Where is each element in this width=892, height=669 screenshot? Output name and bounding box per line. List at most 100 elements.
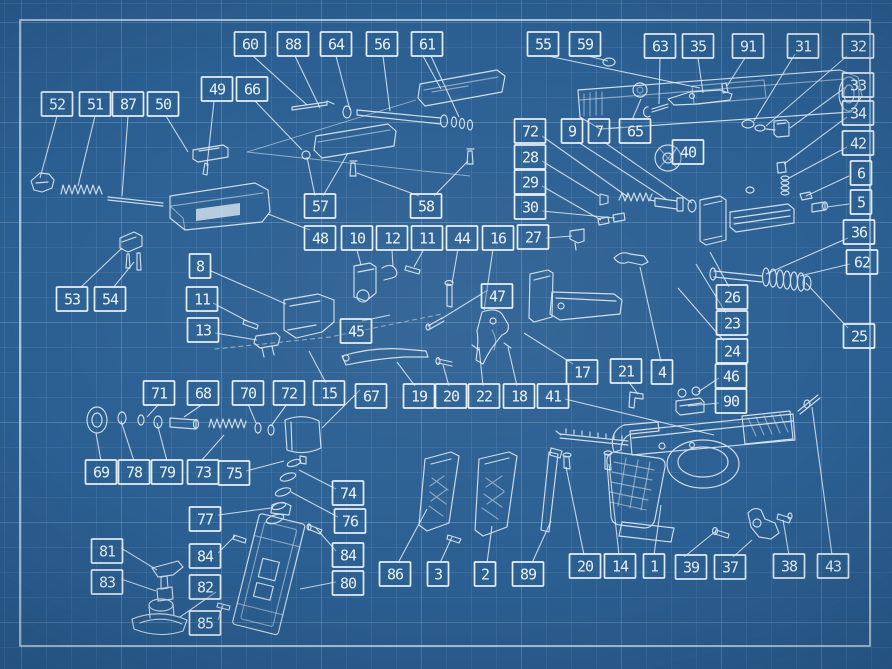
breech-bracket-part — [192, 144, 229, 176]
leader-line — [294, 55, 321, 109]
leader-line — [121, 115, 129, 197]
svg-text:70: 70 — [240, 385, 257, 403]
callout-box-87: 87 — [111, 91, 145, 117]
svg-text:56: 56 — [374, 36, 391, 54]
svg-text:34: 34 — [850, 105, 867, 123]
callout-box-88: 88 — [276, 31, 310, 57]
callout-box-56: 56 — [365, 31, 399, 57]
leader-line — [765, 237, 849, 275]
svg-text:11: 11 — [419, 230, 436, 248]
callout-box-38: 38 — [772, 553, 806, 579]
svg-text:85: 85 — [197, 615, 213, 633]
svg-text:63: 63 — [652, 38, 668, 56]
svg-text:65: 65 — [627, 123, 643, 141]
svg-text:20: 20 — [443, 388, 460, 406]
svg-text:27: 27 — [525, 229, 541, 247]
callout-box-72: 72 — [272, 380, 306, 406]
svg-text:81: 81 — [99, 543, 116, 561]
leader-line — [95, 432, 102, 462]
svg-text:41: 41 — [545, 388, 562, 406]
leader-line — [183, 403, 204, 418]
callout-box-47: 47 — [480, 283, 514, 309]
leader-line — [565, 466, 585, 556]
svg-text:57: 57 — [312, 198, 328, 216]
locking-block-parts — [214, 262, 454, 358]
svg-text:28: 28 — [522, 149, 539, 167]
callout-box-66: 66 — [235, 76, 269, 102]
callout-box-78: 78 — [117, 459, 151, 485]
callout-box-82: 82 — [188, 574, 222, 600]
callout-box-58: 58 — [409, 193, 443, 219]
svg-text:86: 86 — [387, 566, 404, 584]
svg-text:71: 71 — [151, 385, 168, 403]
sear-housing-part — [528, 252, 649, 323]
svg-text:53: 53 — [64, 291, 80, 309]
callout-box-14: 14 — [603, 553, 637, 579]
svg-text:16: 16 — [490, 230, 507, 248]
svg-text:47: 47 — [489, 288, 505, 306]
callout-box-48: 48 — [303, 225, 337, 251]
svg-text:1: 1 — [650, 558, 659, 576]
svg-text:74: 74 — [340, 485, 357, 503]
callout-box-80: 80 — [331, 570, 365, 596]
svg-text:72: 72 — [522, 123, 538, 141]
front-sight-part — [30, 172, 164, 207]
leader-line — [439, 536, 453, 564]
callout-box-59: 59 — [568, 31, 602, 57]
svg-text:4: 4 — [658, 364, 667, 382]
svg-text:69: 69 — [93, 464, 110, 482]
trigger-bar-part — [341, 342, 512, 367]
svg-text:12: 12 — [384, 230, 400, 248]
leader-line — [541, 210, 616, 219]
frame-part — [606, 410, 796, 543]
svg-text:50: 50 — [155, 96, 172, 114]
svg-text:52: 52 — [49, 96, 65, 114]
svg-text:49: 49 — [209, 81, 226, 99]
leader-line — [210, 270, 287, 305]
alignment-lines — [246, 99, 471, 177]
callout-box-72: 72 — [513, 118, 547, 144]
callout-box-70: 70 — [231, 380, 265, 406]
callout-box-84: 84 — [331, 542, 365, 568]
callout-box-16: 16 — [481, 225, 515, 251]
callout-box-21: 21 — [609, 358, 643, 384]
leader-line — [486, 525, 493, 564]
svg-text:76: 76 — [342, 513, 359, 531]
leader-line — [382, 55, 391, 112]
leader-line — [639, 266, 662, 363]
leader-line — [214, 332, 258, 341]
svg-text:82: 82 — [197, 579, 213, 597]
callout-box-84: 84 — [188, 543, 222, 569]
callout-box-65: 65 — [618, 118, 652, 144]
callout-box-71: 71 — [142, 380, 176, 406]
leader-line — [77, 115, 96, 187]
svg-text:33: 33 — [850, 77, 866, 95]
svg-text:7: 7 — [595, 123, 603, 141]
callout-box-41: 41 — [536, 383, 570, 409]
leader-line — [112, 261, 135, 289]
leader-line — [753, 53, 796, 122]
axis-row-parts — [86, 406, 322, 465]
callout-box-10: 10 — [340, 225, 374, 251]
leader-line — [442, 364, 450, 387]
callout-box-61: 61 — [410, 31, 444, 57]
callout-box-50: 50 — [146, 91, 180, 117]
leader-line — [396, 361, 416, 387]
leader-line — [523, 332, 574, 365]
leader-line — [507, 346, 518, 387]
callout-box-83: 83 — [90, 569, 124, 595]
svg-text:78: 78 — [126, 464, 143, 482]
catch-block-part — [119, 231, 143, 271]
svg-text:87: 87 — [120, 96, 136, 114]
svg-text:10: 10 — [349, 230, 366, 248]
leader-line — [631, 98, 642, 121]
svg-text:90: 90 — [723, 393, 740, 411]
leader-line — [478, 346, 484, 387]
svg-text:75: 75 — [226, 465, 242, 483]
callout-box-24: 24 — [715, 338, 749, 364]
svg-text:42: 42 — [850, 135, 866, 153]
svg-text:5: 5 — [857, 194, 865, 212]
striker-parts — [569, 82, 697, 251]
callout-box-90: 90 — [714, 388, 748, 414]
svg-text:61: 61 — [419, 36, 436, 54]
